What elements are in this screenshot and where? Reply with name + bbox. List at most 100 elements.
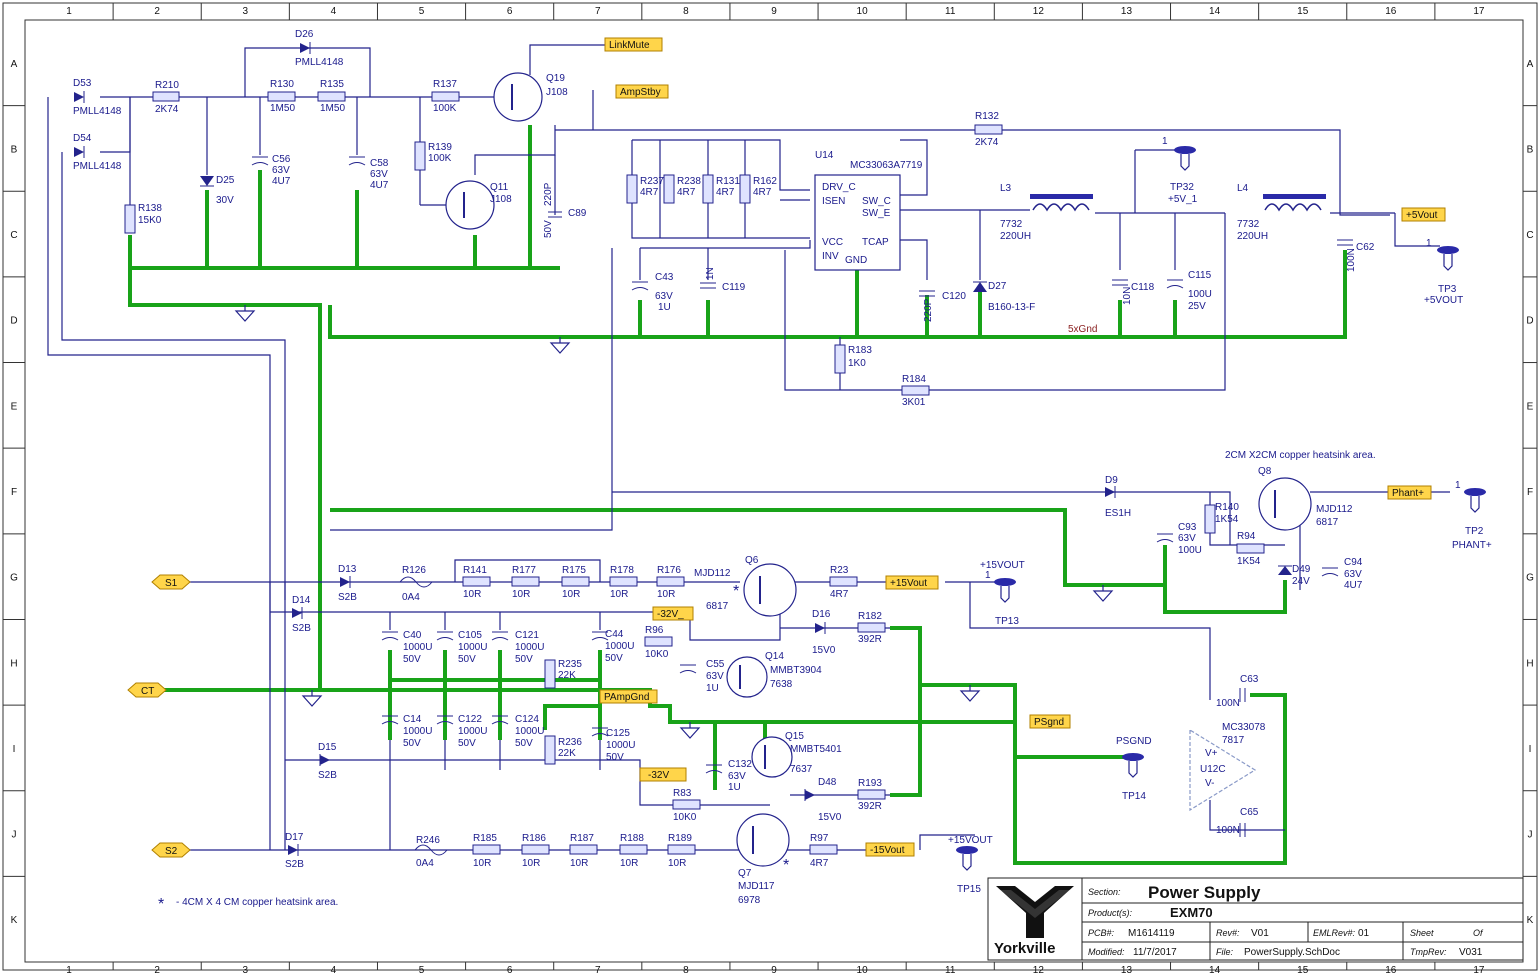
- net-label-15vout[interactable]: +15Vout: [885, 575, 939, 590]
- ic-u14[interactable]: U14 MC33063A7719 DRV_C ISEN SW_C SW_E VC…: [814, 150, 923, 271]
- net-label-pampgnd[interactable]: PAmpGnd: [599, 689, 658, 704]
- opamp-u12c[interactable]: V+ V- U12C MC33078 7817: [1189, 722, 1266, 812]
- port-s1[interactable]: S1: [151, 574, 191, 590]
- net-label-phant[interactable]: Phant+: [1387, 485, 1432, 500]
- port-ct[interactable]: CT: [127, 682, 167, 698]
- net-label-minus15vout[interactable]: -15Vout: [865, 842, 915, 857]
- test-point-tp14[interactable]: TP14: [1121, 752, 1146, 802]
- net-label-psgnd[interactable]: PSgnd: [1029, 714, 1071, 729]
- net-label-minus32v-a[interactable]: -32V_: [652, 606, 694, 621]
- net-label-ampstby[interactable]: AmpStby: [615, 84, 669, 99]
- net-label-5vout[interactable]: +5Vout: [1401, 207, 1446, 222]
- net-label-linkmute[interactable]: LinkMute: [604, 37, 663, 52]
- test-point-tp32[interactable]: TP32+5V_11: [1162, 136, 1198, 205]
- test-point-tp15[interactable]: TP15: [955, 845, 981, 895]
- port-s2[interactable]: S2: [151, 842, 191, 858]
- net-label-minus32v-b[interactable]: -32V: [639, 767, 687, 782]
